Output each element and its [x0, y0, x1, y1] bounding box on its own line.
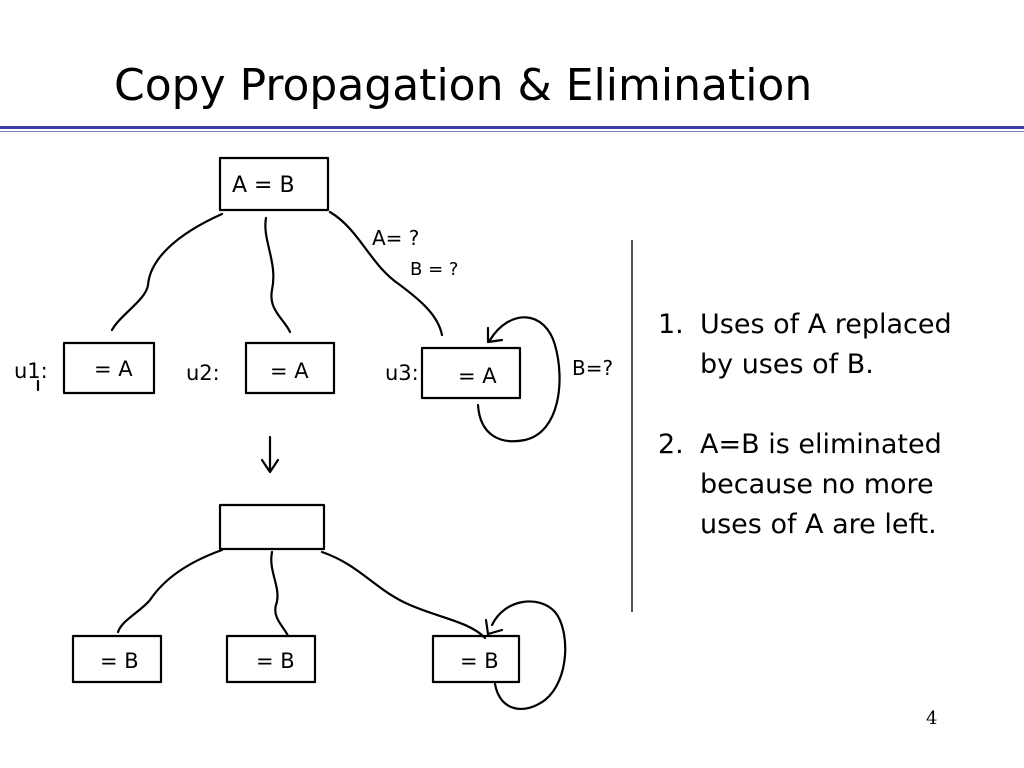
use3-after-statement: = B [460, 649, 499, 673]
loop-before-arrowhead [486, 326, 504, 344]
top-annotation-b: B = ? [410, 259, 458, 280]
u2-statement: = A [270, 359, 309, 383]
top-block-box [218, 156, 330, 212]
top-annotation-a: A= ? [372, 226, 419, 250]
loop-annotation: B=? [572, 356, 613, 380]
loop-after-arrowhead [484, 618, 504, 636]
u1-label: u1: [14, 359, 48, 383]
slide-title: Copy Propagation & Elimination [114, 60, 813, 111]
loop-after [490, 600, 567, 710]
use2-after-statement: = B [256, 649, 295, 673]
note-item: 1. Uses of A replaced by uses of B. [658, 305, 1018, 385]
edge-top-to-u1 [110, 212, 224, 332]
page-number: 4 [926, 708, 938, 729]
use3-after-box [431, 634, 521, 684]
loop-before [476, 316, 561, 443]
note-line: by uses of B. [700, 349, 874, 380]
copy-propagation-diagram: A = B A= ? B = ? B=? u1: = A u2: = A u3:… [14, 156, 613, 710]
note-line: because no more [700, 469, 934, 500]
transform-arrow-head [260, 458, 280, 474]
top-block-label: A = B [232, 173, 295, 198]
edge-top-to-u3 [328, 210, 444, 337]
u1-box [62, 341, 156, 395]
edge-bottom-to-use3 [320, 550, 487, 640]
note-line: Uses of A replaced [700, 309, 952, 340]
title-underline-thin [0, 131, 1024, 132]
u1-statement: = A [94, 357, 133, 381]
note-text: Uses of A replaced by uses of B. [700, 305, 1018, 385]
edge-bottom-to-use1 [116, 548, 224, 634]
u2-label: u2: [186, 361, 220, 385]
note-line: A=B is eliminated [700, 429, 942, 460]
use1-after-statement: = B [100, 649, 139, 673]
note-item: 2. A=B is eliminated because no more use… [658, 425, 1018, 545]
u3-box [420, 346, 522, 400]
title-underline [0, 126, 1024, 129]
use2-after-box [225, 634, 317, 684]
u3-label: u3: [385, 361, 419, 385]
note-text: A=B is eliminated because no more uses o… [700, 425, 1018, 545]
vertical-divider [631, 240, 633, 612]
note-line: uses of A are left. [700, 509, 937, 540]
bottom-block-box [218, 503, 326, 551]
u2-box [244, 341, 336, 395]
use1-after-box [71, 634, 163, 684]
u3-statement: = A [458, 364, 497, 388]
explanation-notes: 1. Uses of A replaced by uses of B. 2. A… [658, 305, 1018, 545]
edge-top-to-u2 [264, 216, 292, 334]
edge-bottom-to-use2 [270, 550, 290, 638]
note-number: 2. [658, 429, 684, 460]
note-number: 1. [658, 309, 684, 340]
